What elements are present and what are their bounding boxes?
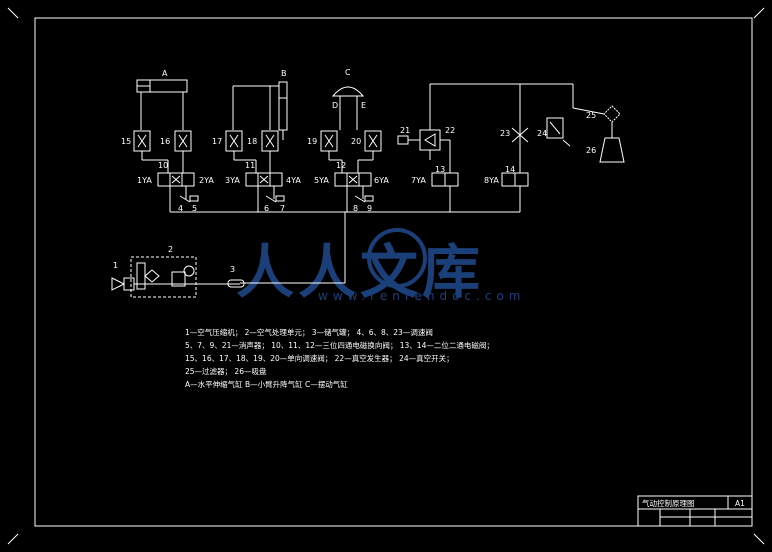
label-11: 11: [245, 161, 255, 170]
label-6YA: 6YA: [374, 176, 389, 185]
label-19: 19: [307, 137, 317, 146]
valve-11: 11 3YA 4YA: [225, 161, 301, 187]
label-4: 4: [178, 204, 183, 213]
label-2YA: 2YA: [199, 176, 214, 185]
watermark-text: 人人文库: [236, 238, 484, 306]
valve-12: 12 5YA 6YA: [314, 161, 389, 187]
label-4YA: 4YA: [286, 176, 301, 185]
speed-valves-silencers: 4 5 6 7 8 9: [169, 186, 374, 213]
label-8YA: 8YA: [484, 176, 499, 185]
label-3: 3: [230, 265, 235, 274]
label-A: A: [162, 69, 168, 78]
label-D: D: [332, 101, 338, 110]
sheet-border: [34, 17, 753, 527]
label-26: 26: [586, 146, 596, 155]
legend: 1—空气压缩机； 2—空气处理单元； 3—储气罐； 4、6、8、23—调速阀 5…: [185, 327, 494, 389]
label-1YA: 1YA: [137, 176, 152, 185]
label-C: C: [345, 68, 351, 77]
legend-line: 1—空气压缩机； 2—空气处理单元； 3—储气罐； 4、6、8、23—调速阀: [185, 327, 433, 337]
label-14: 14: [505, 165, 515, 174]
legend-line: 5、7、9、21—消声器； 10、11、12—三位四通电磁换向阀； 13、14—…: [185, 340, 494, 350]
drawing-title: 气动控制原理图: [642, 498, 695, 508]
label-21: 21: [400, 126, 410, 135]
cylinder-B: B: [232, 69, 288, 140]
sheet-size: A1: [735, 499, 745, 508]
legend-line: 15、16、17、18、19、20—单向调速阀； 22—真空发生器； 24—真空…: [185, 353, 454, 363]
label-9: 9: [367, 204, 372, 213]
label-E: E: [361, 101, 366, 110]
legend-line: 25—过滤器； 26—吸盘: [185, 366, 267, 376]
corner-mark: [753, 7, 765, 19]
label-18: 18: [247, 137, 257, 146]
valve-10: 10 1YA 2YA: [137, 161, 214, 187]
label-25: 25: [586, 111, 596, 120]
label-22: 22: [445, 126, 455, 135]
legend-line: A—水平伸缩气缸 B—小臂升降气缸 C—摆动气缸: [185, 379, 348, 389]
label-16: 16: [160, 137, 170, 146]
corner-mark: [753, 533, 765, 545]
label-8: 8: [353, 204, 358, 213]
label-12: 12: [336, 161, 346, 170]
label-1: 1: [113, 261, 118, 270]
vacuum-circuit: 21 22 13 7YA 23 14 8YA 24 25 26: [397, 83, 625, 187]
label-24: 24: [537, 129, 547, 138]
label-20: 20: [351, 137, 361, 146]
flow-control-valves: 15 16 17 18 19 20: [121, 130, 382, 152]
label-6: 6: [264, 204, 269, 213]
supply-manifold: [170, 186, 521, 284]
label-13: 13: [435, 165, 445, 174]
label-10: 10: [158, 161, 168, 170]
supply-unit: 1 2 3: [111, 245, 245, 298]
label-15: 15: [121, 137, 131, 146]
cylinder-A: A: [136, 69, 188, 130]
label-5YA: 5YA: [314, 176, 329, 185]
watermark-url: www.renrendoc.com: [318, 289, 525, 303]
watermark: 人人文库 www.renrendoc.com: [236, 228, 525, 306]
label-23: 23: [500, 129, 510, 138]
label-2: 2: [168, 245, 173, 254]
label-17: 17: [212, 137, 222, 146]
label-7YA: 7YA: [411, 176, 426, 185]
corner-mark: [7, 7, 19, 19]
cylinder-C: C D E: [331, 68, 366, 130]
title-block: 气动控制原理图 A1: [637, 495, 753, 527]
label-B: B: [281, 69, 287, 78]
label-5: 5: [192, 204, 197, 213]
label-3YA: 3YA: [225, 176, 240, 185]
pipes-upper: [141, 151, 374, 173]
corner-mark: [7, 533, 19, 545]
label-7: 7: [280, 204, 285, 213]
